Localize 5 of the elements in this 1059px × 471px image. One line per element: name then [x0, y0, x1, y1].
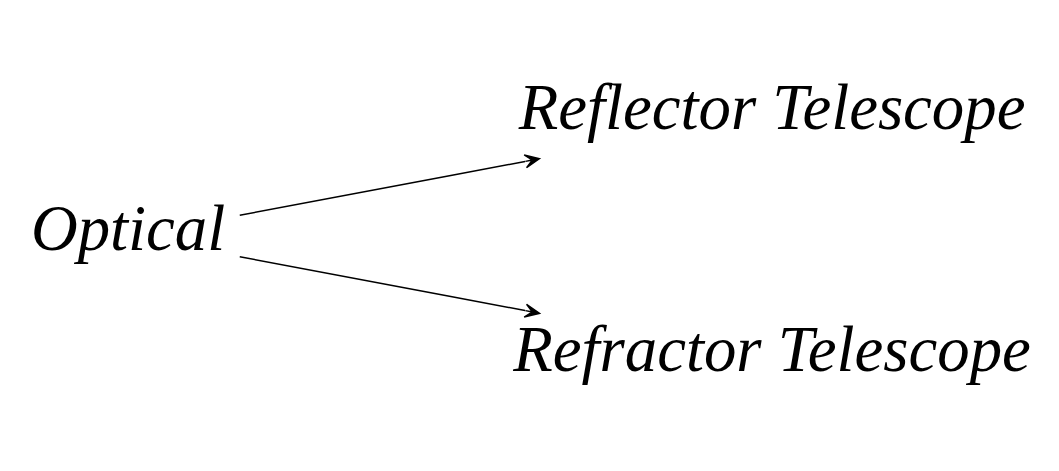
node-text: Reflector Telescope	[518, 70, 1026, 143]
node-text: Refractor Telescope	[513, 312, 1031, 385]
arrow	[239, 153, 541, 216]
arrow	[239, 255, 541, 318]
node-text: Optical	[30, 191, 226, 264]
